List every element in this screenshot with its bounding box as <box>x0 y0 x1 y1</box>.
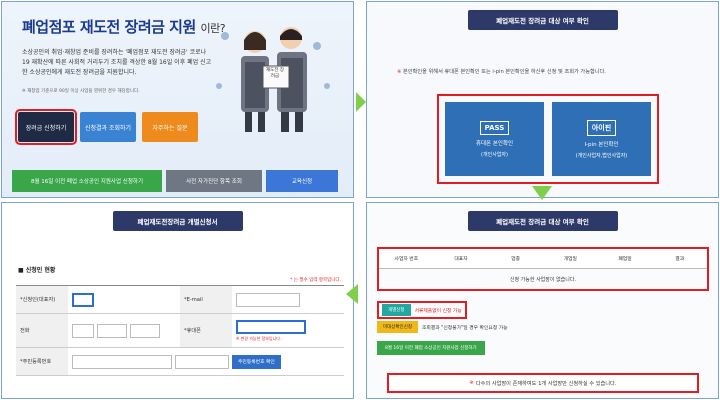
resident-verify-button[interactable]: 주민등록번호 확인 <box>232 354 281 369</box>
col-representative: 대표자 <box>454 257 468 262</box>
couple-illustration <box>216 27 330 132</box>
hero-title-text: 폐업점포 재도전 장려금 지원 <box>22 18 196 36</box>
bottom-note-star: ※ <box>469 380 474 386</box>
resident-input-1[interactable] <box>72 354 172 369</box>
pass-logo-icon: PASS <box>479 120 510 135</box>
verify-notice-text: 본인확인을 위해서 휴대폰 본인확인 또는 i-pin 본인확인을 하신후 신청… <box>403 69 606 75</box>
individual-apply-text: 서류제출없이 신청 가능 <box>414 308 462 314</box>
form-row: *신청인(대표자) *E-mail <box>16 286 344 314</box>
form-row: 전화 *휴대폰 ※ 변경 가능한 정보입니다. <box>16 314 344 348</box>
table-empty-row: 신청 가능한 사업장이 없습니다. <box>509 276 577 283</box>
secondary-actions: 8월 16일 이전 폐업 소상공인 지원사업 신청하기 사전 자가진단 항목 조… <box>12 170 338 192</box>
form-title: 폐업재도전장려금 개별신청서 <box>112 211 243 231</box>
phone-label: 전화 <box>16 314 68 347</box>
education-button[interactable]: 교육신청 <box>266 170 338 192</box>
phone-input-2[interactable] <box>97 323 127 338</box>
panel-eligibility: 폐업재도전 장려금 대상 여부 확인 사업자 번호 대표자 업종 개업일 폐업일… <box>366 202 719 399</box>
applicant-input[interactable] <box>72 292 94 307</box>
flow-arrow-down <box>532 186 552 200</box>
individual-legend-box: 개별신청 서류제출없이 신청 가능 <box>377 301 467 319</box>
nontarget-check-text: 조회결과 "신청불가"일 경우 확인요청 가능 <box>421 325 508 331</box>
business-table: 사업자 번호 대표자 업종 개업일 폐업일 결과 신청 가능한 사업장이 없습니… <box>377 247 709 291</box>
pass-verify-card[interactable]: PASS 휴대폰 본인확인 (개인사업자) <box>445 102 544 176</box>
main-actions: 장려금 신청하기 신청결과 조회하기 자주하는 질문 <box>15 109 198 145</box>
applicant-cell <box>68 292 180 307</box>
pre-aug16-button[interactable]: 8월 16일 이전 폐업 소상공인 지원사업 신청하기 <box>377 341 485 355</box>
individual-apply-tag[interactable]: 개별신청 <box>382 304 411 316</box>
flow-arrow-left <box>346 284 358 304</box>
ipin-verify-label: I-pin 본인확인 <box>584 141 619 148</box>
verify-options: PASS 휴대폰 본인확인 (개인사업자) 아이핀 I-pin 본인확인 (개인… <box>437 94 659 184</box>
verify-notice: ※ 본인확인을 위해서 휴대폰 본인확인 또는 i-pin 본인확인을 하신후 … <box>397 68 606 75</box>
bottom-note-text: 다수의 사업장이 존재하여도 1개 사업장만 신청하실 수 있습니다. <box>475 380 617 387</box>
pass-verify-label: 휴대폰 본인확인 <box>475 140 514 147</box>
col-close-date: 폐업일 <box>618 257 632 262</box>
ipin-verify-card[interactable]: 아이핀 I-pin 본인확인 (개인사업자,법인사업자) <box>552 102 651 176</box>
mobile-cell: ※ 변경 가능한 정보입니다. <box>232 319 344 342</box>
hero-title-suffix: 이란? <box>200 22 226 35</box>
mobile-label: *휴대폰 <box>180 314 232 347</box>
eligibility-title: 폐업재도전 장려금 대상 여부 확인 <box>467 211 618 231</box>
email-label: *E-mail <box>180 286 232 313</box>
col-industry: 업종 <box>511 257 521 262</box>
resident-input-2[interactable] <box>175 354 229 369</box>
notice-star: ※ <box>397 69 402 75</box>
phone-input-1[interactable] <box>72 323 94 338</box>
col-business-number: 사업자 번호 <box>394 257 419 262</box>
table-header: 사업자 번호 대표자 업종 개업일 폐업일 결과 <box>379 249 707 269</box>
self-diagnosis-button[interactable]: 사전 자가진단 항목 조회 <box>166 170 262 192</box>
email-input[interactable] <box>236 292 300 307</box>
apply-button[interactable]: 장려금 신청하기 <box>15 109 77 145</box>
mobile-input[interactable] <box>236 319 306 334</box>
applicant-section-title: ■ 신청인 현황 <box>18 267 56 274</box>
legend-individual: 개별신청 서류제출없이 신청 가능 <box>377 301 467 319</box>
resident-cell: 주민등록번호 확인 <box>68 354 344 369</box>
panel-verify: 폐업재도전 장려금 대상 여부 확인 ※ 본인확인을 위해서 휴대폰 본인확인 … <box>366 1 719 198</box>
applicant-label: *신청인(대표자) <box>16 286 68 313</box>
required-note: * 는 필수 입력 항목입니다. <box>290 278 341 283</box>
col-open-date: 개업일 <box>563 257 577 262</box>
panel-intro: 폐업점포 재도전 장려금 지원 이란? 소상공인의 취업·재창업 준비를 장려하… <box>1 1 354 198</box>
verify-title: 폐업재도전 장려금 대상 여부 확인 <box>467 10 618 30</box>
email-cell <box>232 292 344 307</box>
form-row: *주민등록번호 주민등록번호 확인 <box>16 348 344 376</box>
pass-verify-sub: (개인사업자) <box>481 151 508 158</box>
resident-label: *주민등록번호 <box>16 348 68 375</box>
panel-application-form: 폐업재도전장려금 개별신청서 ■ 신청인 현황 * 는 필수 입력 항목입니다.… <box>1 202 354 399</box>
legend-nontarget: 미대상확인신청 조회결과 "신청불가"일 경우 확인요청 가능 <box>377 321 508 333</box>
single-business-note: ※ 다수의 사업장이 존재하여도 1개 사업장만 신청하실 수 있습니다. <box>387 373 699 393</box>
result-lookup-button[interactable]: 신청결과 조회하기 <box>80 112 136 142</box>
pre-aug16-apply-button[interactable]: 8월 16일 이전 폐업 소상공인 지원사업 신청하기 <box>12 170 162 192</box>
applicant-form: *신청인(대표자) *E-mail 전화 *휴대폰 <box>16 285 344 376</box>
hero-title: 폐업점포 재도전 장려금 지원 이란? <box>22 16 226 37</box>
legend-green: 8월 16일 이전 폐업 소상공인 지원사업 신청하기 <box>377 341 485 355</box>
phone-cell <box>68 323 180 338</box>
col-result: 결과 <box>675 257 685 262</box>
mobile-hint: ※ 변경 가능한 정보입니다. <box>236 335 282 341</box>
sign-text: 재도전 장려금 <box>266 68 284 79</box>
flow-arrow-right <box>356 92 366 112</box>
ipin-verify-sub: (개인사업자,법인사업자) <box>575 152 628 159</box>
phone-input-3[interactable] <box>130 323 160 338</box>
ipin-logo-icon: 아이핀 <box>586 119 617 136</box>
faq-button[interactable]: 자주하는 질문 <box>142 112 198 142</box>
nontarget-check-tag[interactable]: 미대상확인신청 <box>377 321 418 333</box>
hero-note: ※ 재창업 기준으로 90일 이상 사업을 영위한 경우 해당합니다. <box>22 89 140 94</box>
hero-description: 소상공인의 취업·재창업 준비를 장려하는 '폐업점포 재도전 장려금' 코로나… <box>22 49 212 76</box>
